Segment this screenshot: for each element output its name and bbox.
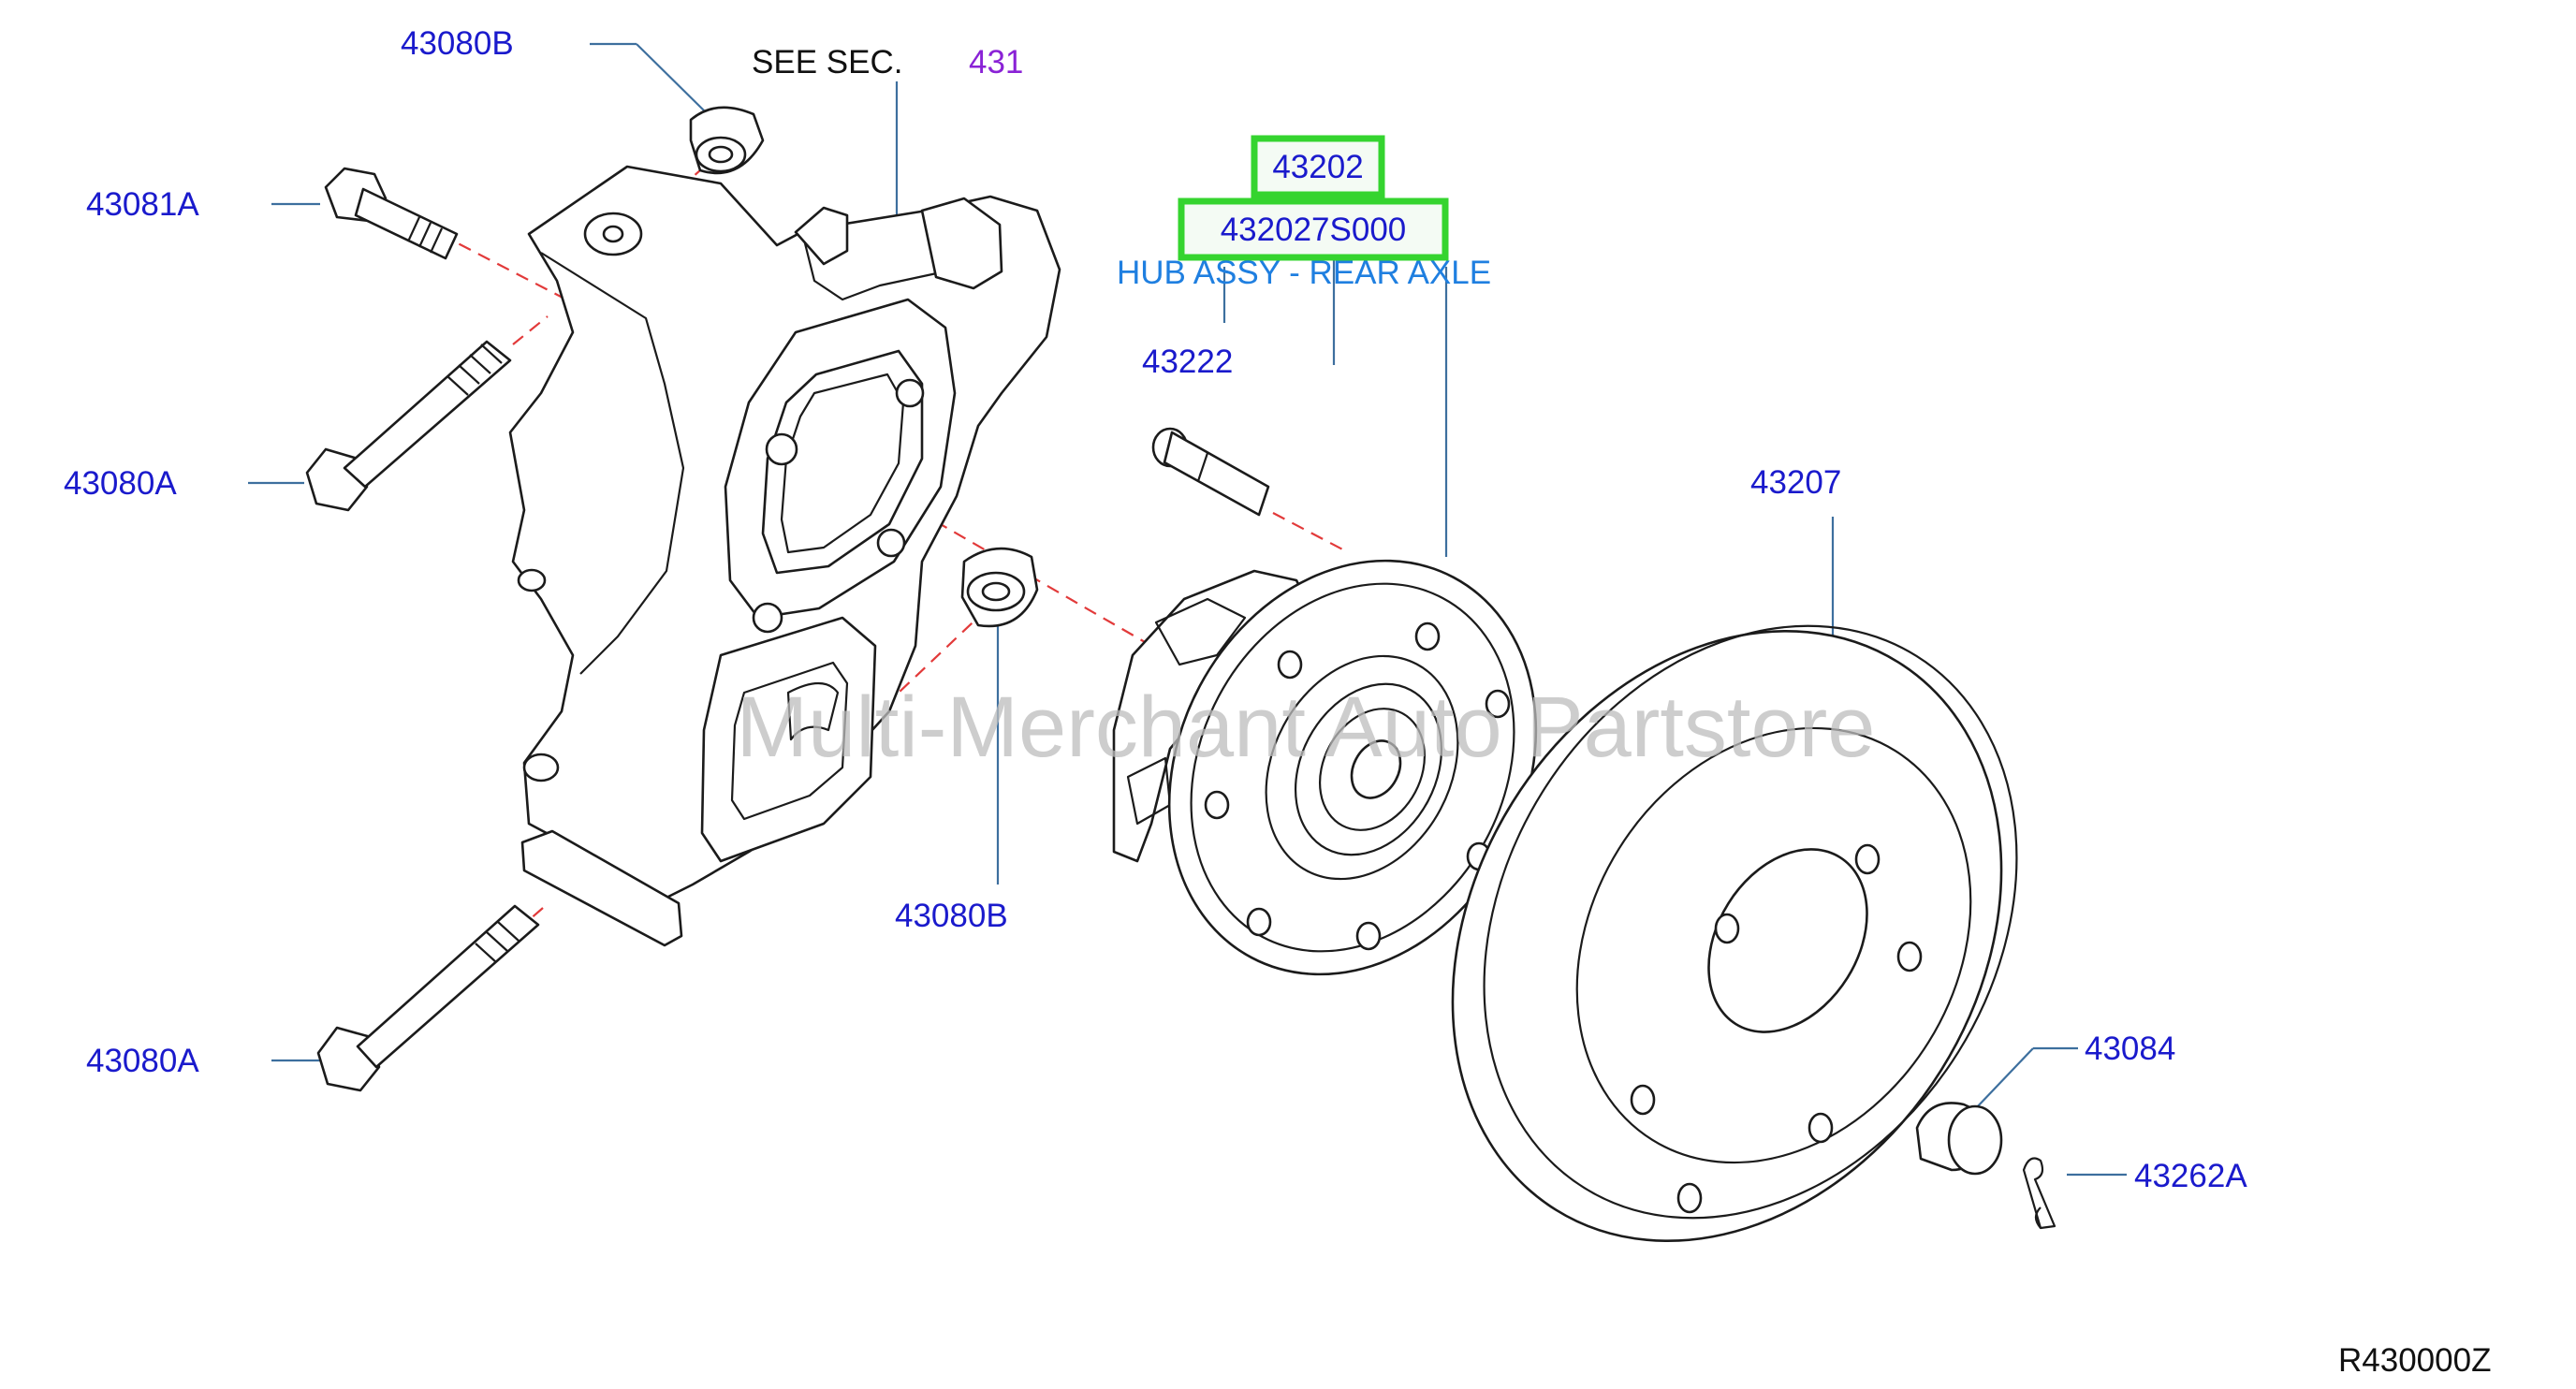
label-cap[interactable]: 43084	[2085, 1031, 2175, 1067]
figure-code: R430000Z	[2338, 1342, 2491, 1379]
label-bushing-mid[interactable]: 43080B	[895, 898, 1008, 934]
label-hub-part[interactable]: 43202	[1272, 149, 1363, 185]
steering-knuckle	[508, 165, 1061, 947]
label-hub-part-number[interactable]: 432027S000	[1221, 212, 1407, 248]
bolt-43080a-lower	[316, 904, 540, 1092]
grease-cap	[1915, 1102, 2003, 1176]
brake-rotor	[1451, 624, 2018, 1242]
label-rotor[interactable]: 43207	[1750, 464, 1841, 501]
watermark-text: Multi-Merchant Auto Partstore	[737, 680, 1876, 775]
see-section-prefix: SEE SEC.	[752, 44, 902, 80]
bolt-43080a-upper	[305, 340, 512, 512]
wheel-stud	[1151, 427, 1270, 517]
highlight-box-43202	[1251, 135, 1385, 198]
bushing-top	[689, 106, 765, 175]
bolt-43081a	[324, 167, 459, 260]
highlight-box-432027s000	[1178, 197, 1449, 261]
leader-lines	[248, 42, 2127, 1177]
bushing-mid	[960, 547, 1039, 628]
cotter-clip	[2022, 1157, 2056, 1230]
label-hub-description: HUB ASSY - REAR AXLE	[1117, 255, 1491, 291]
label-bolt-bottom-left[interactable]: 43080A	[86, 1043, 199, 1079]
hub-assembly	[1112, 559, 1538, 976]
label-stud[interactable]: 43222	[1142, 344, 1233, 380]
label-clip[interactable]: 43262A	[2134, 1158, 2247, 1194]
see-section-link[interactable]: 431	[969, 44, 1023, 80]
label-bolt-mid-left[interactable]: 43080A	[64, 465, 177, 502]
label-bushing-top[interactable]: 43080B	[401, 25, 514, 62]
label-bolt-top-left[interactable]: 43081A	[86, 186, 199, 223]
